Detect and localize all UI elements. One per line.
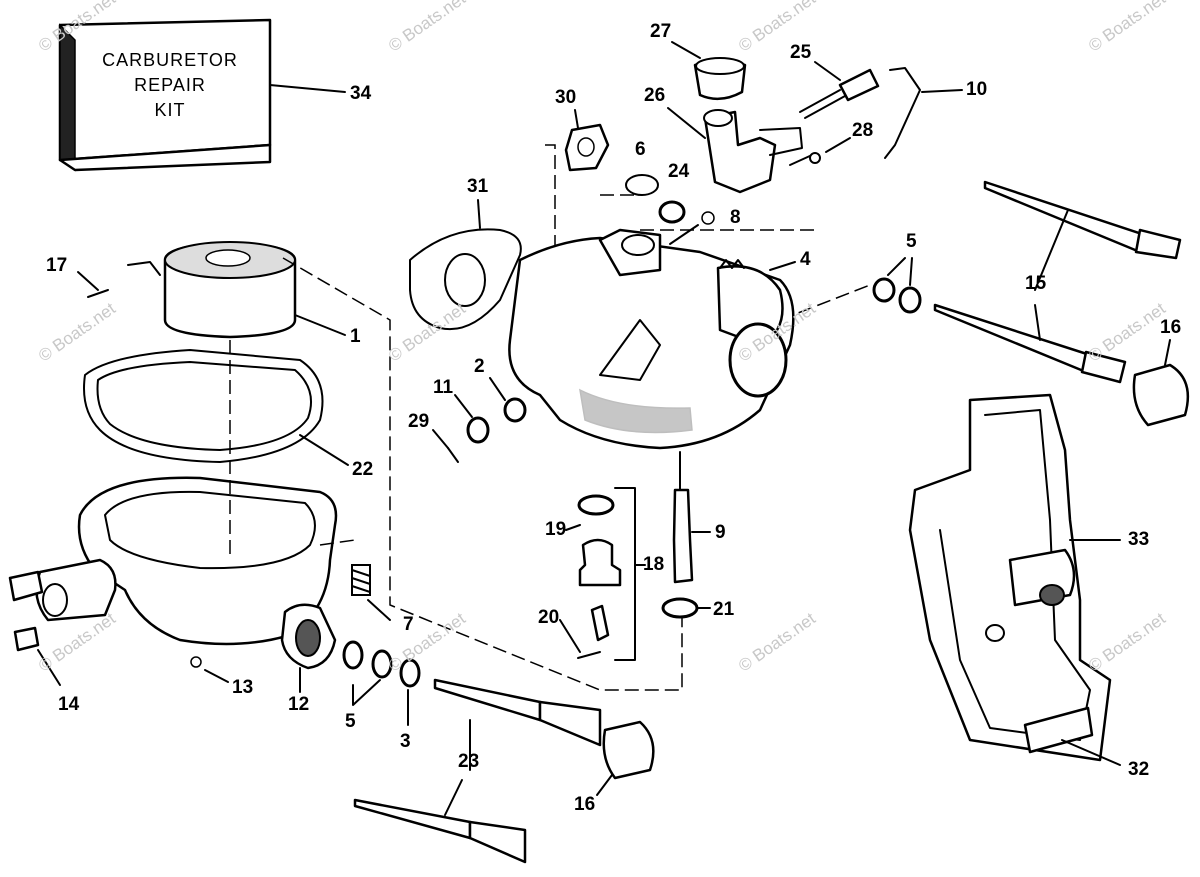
callout-2: 2 bbox=[474, 356, 485, 377]
callout-27: 27 bbox=[650, 21, 672, 42]
callout-1: 1 bbox=[350, 326, 361, 347]
callout-32: 32 bbox=[1128, 759, 1150, 780]
callout-12: 12 bbox=[288, 694, 310, 715]
callout-8: 8 bbox=[730, 207, 741, 228]
callout-15: 15 bbox=[1025, 273, 1047, 294]
carburetor-body bbox=[508, 228, 795, 450]
float-bowl bbox=[8, 476, 338, 670]
callout-33: 33 bbox=[1128, 529, 1150, 550]
needle-valve-upper bbox=[433, 678, 602, 747]
callout-29: 29 bbox=[408, 411, 430, 432]
callout-18: 18 bbox=[643, 554, 665, 575]
callout-31: 31 bbox=[467, 176, 489, 197]
callout-16-right: 16 bbox=[1160, 317, 1182, 338]
callout-5-left: 5 bbox=[345, 711, 356, 732]
callout-3: 3 bbox=[400, 731, 411, 752]
callout-9: 9 bbox=[715, 522, 726, 543]
needle-valve-lower bbox=[353, 798, 527, 864]
callout-24: 24 bbox=[668, 161, 690, 182]
kit-label-line2: REPAIR bbox=[134, 75, 206, 95]
needle-valve-right-lower bbox=[933, 303, 1127, 384]
callout-5-right: 5 bbox=[906, 231, 917, 252]
callout-30: 30 bbox=[555, 87, 577, 108]
callout-28: 28 bbox=[852, 120, 874, 141]
callout-34: 34 bbox=[350, 83, 372, 104]
callout-16-lower: 16 bbox=[574, 794, 596, 815]
callout-23: 23 bbox=[458, 751, 480, 772]
callout-11: 11 bbox=[433, 377, 454, 398]
callout-14: 14 bbox=[58, 694, 80, 715]
callout-20: 20 bbox=[538, 607, 560, 628]
bracket bbox=[908, 393, 1112, 762]
callout-22: 22 bbox=[352, 459, 374, 480]
callout-4: 4 bbox=[800, 249, 811, 270]
filter-element bbox=[163, 241, 297, 339]
callout-21: 21 bbox=[713, 599, 735, 620]
callout-25: 25 bbox=[790, 42, 812, 63]
repair-kit-box bbox=[58, 18, 272, 172]
kit-label-line3: KIT bbox=[154, 100, 186, 120]
callout-10: 10 bbox=[966, 79, 988, 100]
callout-6: 6 bbox=[635, 139, 646, 160]
callout-13: 13 bbox=[232, 677, 254, 698]
callout-26: 26 bbox=[644, 85, 666, 106]
callout-17: 17 bbox=[46, 255, 68, 276]
kit-label-line1: CARBURETOR bbox=[102, 50, 238, 70]
callout-7: 7 bbox=[403, 614, 414, 635]
callout-19: 19 bbox=[545, 519, 567, 540]
needle-valve-right-upper bbox=[983, 180, 1182, 260]
